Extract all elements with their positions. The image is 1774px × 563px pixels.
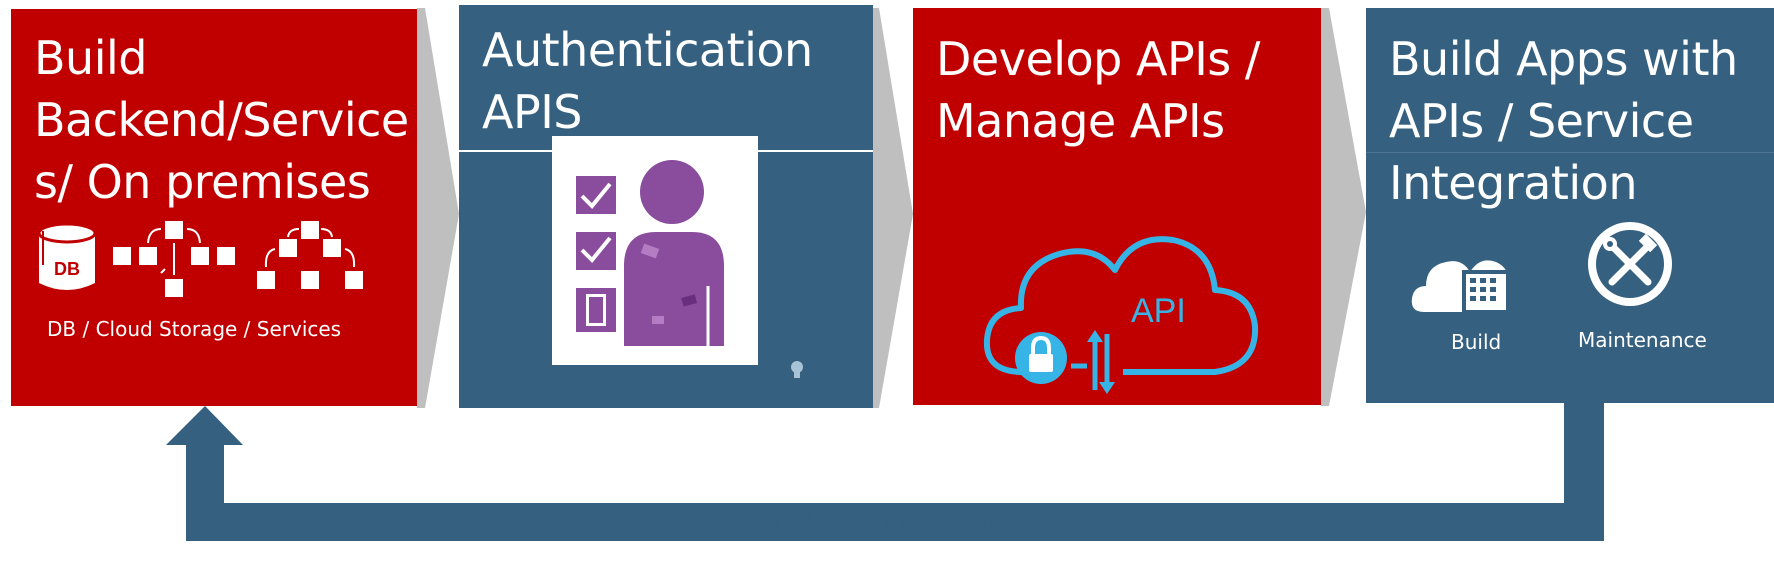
feedback-arrow-body <box>166 400 1604 541</box>
backend-services-panel: Build Backend/Service s/ On premises DB … <box>11 9 417 406</box>
services-caption: DB / Cloud Storage / Services <box>47 317 342 341</box>
chevron-arrow-1 <box>417 8 459 408</box>
transfer-arrows-icon <box>1087 330 1115 394</box>
database-icon: DB <box>37 222 97 290</box>
flow-diagram-icon <box>113 221 235 297</box>
authentication-panel: Authentication APIS <box>459 5 873 408</box>
panel-title: Build Backend/Service s/ On premises <box>34 31 409 209</box>
lightbulb-icon <box>791 361 803 378</box>
user-with-devices-icon <box>552 136 758 365</box>
api-label: API <box>1131 292 1186 330</box>
api-cloud-icon: API <box>983 236 1259 394</box>
cloud-building-icon <box>1411 260 1510 312</box>
user-with-devices-image <box>552 136 758 365</box>
maintenance-caption: Maintenance <box>1578 328 1707 352</box>
feedback-label: Build and Manage <box>770 500 1072 540</box>
panel-title: Develop APIs / Manage APIs <box>936 32 1260 148</box>
panel-title: Authentication APIS <box>482 23 813 139</box>
tools-icon <box>1588 222 1672 306</box>
build-apps-panel: Build Apps with APIs / Service Integrati… <box>1366 8 1774 403</box>
panel-title: Build Apps with APIs / Service Integrati… <box>1389 32 1738 210</box>
build-caption: Build <box>1451 330 1502 354</box>
db-label: DB <box>54 259 80 279</box>
develop-apis-panel: Develop APIs / Manage APIs API <box>913 8 1321 405</box>
hierarchy-icon <box>257 221 363 289</box>
chevron-arrow-3 <box>1321 8 1366 406</box>
lock-icon <box>1015 332 1067 384</box>
chevron-arrow-2 <box>873 8 913 408</box>
panel-divider <box>1366 152 1774 153</box>
